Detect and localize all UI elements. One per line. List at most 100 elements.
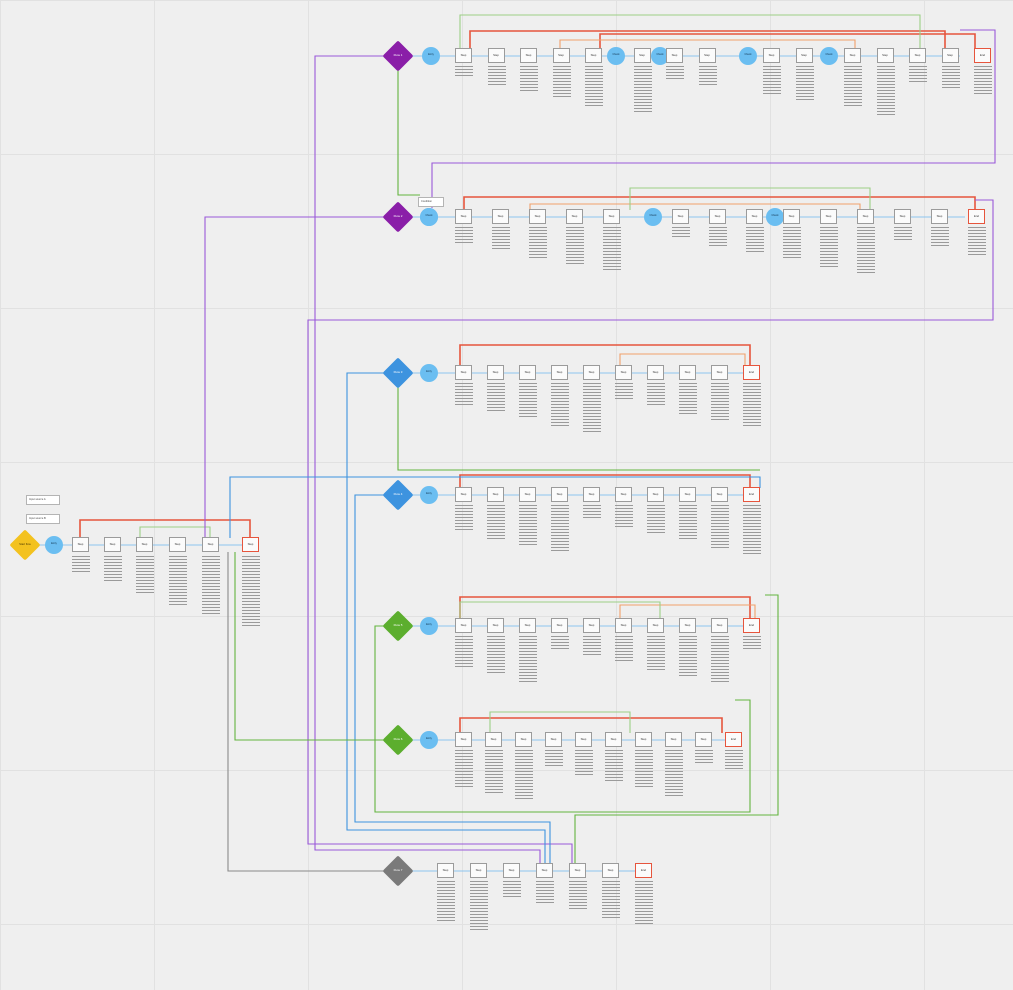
lane-4-step-4[interactable]: Step bbox=[583, 487, 600, 502]
lane-2-circle-1[interactable] bbox=[644, 208, 662, 226]
lane-3-step-6[interactable]: Step bbox=[647, 365, 664, 380]
lane-2-condition-tag[interactable]: Condition bbox=[418, 197, 444, 207]
lane-2-circle-3[interactable] bbox=[420, 208, 438, 226]
lane-3-step-4[interactable]: Step bbox=[583, 365, 600, 380]
lane-1-step-4[interactable]: Step bbox=[585, 48, 602, 63]
lane-2-circle-2[interactable] bbox=[766, 208, 784, 226]
lane-6-step-4[interactable]: Step bbox=[575, 732, 592, 747]
lane-4-step-8[interactable]: Step bbox=[711, 487, 728, 502]
lane-6-step-1[interactable]: Step bbox=[485, 732, 502, 747]
lane-5-step-1[interactable]: Step bbox=[487, 618, 504, 633]
lane-4-step-2[interactable]: Step bbox=[519, 487, 536, 502]
lane-3-step-3[interactable]: Step bbox=[551, 365, 568, 380]
lane-2-step-5[interactable]: Step bbox=[672, 209, 689, 224]
lane-3-step-8[interactable]: Step bbox=[711, 365, 728, 380]
lane-3-step-7[interactable]: Step bbox=[679, 365, 696, 380]
lane-5-step-3[interactable]: Step bbox=[551, 618, 568, 633]
lane-6-step-2[interactable]: Step bbox=[515, 732, 532, 747]
lane-1-step-6[interactable]: Step bbox=[666, 48, 683, 63]
lane-4-step-0[interactable]: Step bbox=[455, 487, 472, 502]
lane-1-step-3[interactable]: Step bbox=[552, 48, 570, 63]
start-step-5[interactable]: Step bbox=[242, 537, 259, 552]
lane-5-step-2[interactable]: Step bbox=[519, 618, 536, 633]
start-step-4[interactable]: Step bbox=[202, 537, 219, 552]
lane-1-step-1[interactable]: Step bbox=[487, 48, 505, 63]
lane-3-step-5[interactable]: Step bbox=[615, 365, 632, 380]
lane-6-circle-0[interactable] bbox=[420, 731, 438, 749]
start-step-3[interactable]: Step bbox=[169, 537, 186, 552]
lane-6-step-9[interactable]: End bbox=[725, 732, 742, 747]
lane-1-step-2[interactable]: Step bbox=[520, 48, 537, 63]
lane-6-step-6[interactable]: Step bbox=[635, 732, 652, 747]
lane-7-step-4[interactable]: Step bbox=[569, 863, 586, 878]
lane-6-step-7[interactable]: Step bbox=[665, 732, 682, 747]
lane-3-step-9[interactable]: End bbox=[743, 365, 760, 380]
lane-4-step-1[interactable]: Step bbox=[487, 487, 504, 502]
lane-5-step-6[interactable]: Step bbox=[647, 618, 664, 633]
lane-2-step-4[interactable]: Step bbox=[603, 209, 620, 224]
start-entry-circle[interactable] bbox=[45, 536, 63, 554]
lane-7-step-2[interactable]: Step bbox=[503, 863, 520, 878]
lane-1-step-7[interactable]: Step bbox=[698, 48, 716, 63]
lane-4-step-9[interactable]: End bbox=[743, 487, 760, 502]
lane-3-circle-0[interactable] bbox=[420, 364, 438, 382]
lane-3-step-2[interactable]: Step bbox=[519, 365, 536, 380]
lane-1-step-12[interactable]: Step bbox=[909, 48, 926, 63]
lane-2-step-10[interactable]: Step bbox=[857, 209, 874, 224]
lane-7-step-0[interactable]: Step bbox=[437, 863, 454, 878]
lane-5-step-9[interactable]: End bbox=[743, 618, 760, 633]
lane-1-circle-3[interactable] bbox=[739, 47, 757, 65]
lane-7-step-5[interactable]: Step bbox=[602, 863, 619, 878]
lane-5-step-0[interactable]: Step bbox=[455, 618, 472, 633]
input-tag-a[interactable]: Input source A bbox=[26, 495, 60, 505]
lane-6-step-5[interactable]: Step bbox=[605, 732, 622, 747]
lane-1-step-5[interactable]: Step bbox=[633, 48, 651, 63]
lane-7-step-1[interactable]: Step bbox=[470, 863, 487, 878]
start-step-1[interactable]: Step bbox=[104, 537, 121, 552]
input-tag-b[interactable]: Input source B bbox=[26, 514, 60, 524]
lane-5-step-4[interactable]: Step bbox=[583, 618, 600, 633]
lane-2-step-12[interactable]: Step bbox=[931, 209, 948, 224]
lane-2-step-3[interactable]: Step bbox=[566, 209, 583, 224]
lane-7-step-3[interactable]: Step bbox=[536, 863, 553, 878]
lane-2-step-0[interactable]: Step bbox=[455, 209, 472, 224]
lane-1-circle-1[interactable] bbox=[607, 47, 625, 65]
lane-1-step-11[interactable]: Step bbox=[876, 48, 894, 63]
lane-1-step-14[interactable]: End bbox=[974, 48, 991, 63]
lane-2-step-8[interactable]: Step bbox=[783, 209, 800, 224]
lane-6-step-8[interactable]: Step bbox=[695, 732, 712, 747]
lane-2-step-9[interactable]: Step bbox=[820, 209, 837, 224]
lane-1-step-9[interactable]: Step bbox=[795, 48, 813, 63]
start-step-0[interactable]: Step bbox=[72, 537, 89, 552]
lane-2-step-11[interactable]: Step bbox=[894, 209, 911, 224]
lane-1-circle-2[interactable] bbox=[651, 47, 669, 65]
lane-1-step-13[interactable]: Step bbox=[941, 48, 959, 63]
lane-4-step-7[interactable]: Step bbox=[679, 487, 696, 502]
lane-2-step-7[interactable]: Step bbox=[746, 209, 763, 224]
lane-1-circle-4[interactable] bbox=[820, 47, 838, 65]
lane-5-step-5[interactable]: Step bbox=[615, 618, 632, 633]
lane-5-step-7[interactable]: Step bbox=[679, 618, 696, 633]
lane-5-circle-0[interactable] bbox=[420, 617, 438, 635]
lane-2-step-6[interactable]: Step bbox=[709, 209, 726, 224]
lane-4-step-3[interactable]: Step bbox=[551, 487, 568, 502]
lane-4-circle-0[interactable] bbox=[420, 486, 438, 504]
lane-1-circle-0[interactable] bbox=[422, 47, 440, 65]
lane-2-step-1[interactable]: Step bbox=[492, 209, 509, 224]
lane-6-step-0[interactable]: Step bbox=[455, 732, 472, 747]
lane-1-step-10[interactable]: Step bbox=[844, 48, 861, 63]
lane-3-step-1[interactable]: Step bbox=[487, 365, 504, 380]
lane-4-step-5[interactable]: Step bbox=[615, 487, 632, 502]
lane-2-step-2[interactable]: Step bbox=[529, 209, 546, 224]
lane-1-step-0[interactable]: Step bbox=[455, 48, 472, 63]
lane-6-step-3[interactable]: Step bbox=[545, 732, 562, 747]
lane-5-step-8[interactable]: Step bbox=[711, 618, 728, 633]
lane-7-step-6[interactable]: End bbox=[635, 863, 652, 878]
start-step-2[interactable]: Step bbox=[136, 537, 153, 552]
lane-4-step-6[interactable]: Step bbox=[647, 487, 664, 502]
lane-3-step-0[interactable]: Step bbox=[455, 365, 472, 380]
lane-1-step-8[interactable]: Step bbox=[763, 48, 780, 63]
lane-2-step-13[interactable]: End bbox=[968, 209, 985, 224]
lane-1-step-note-5 bbox=[633, 66, 652, 113]
